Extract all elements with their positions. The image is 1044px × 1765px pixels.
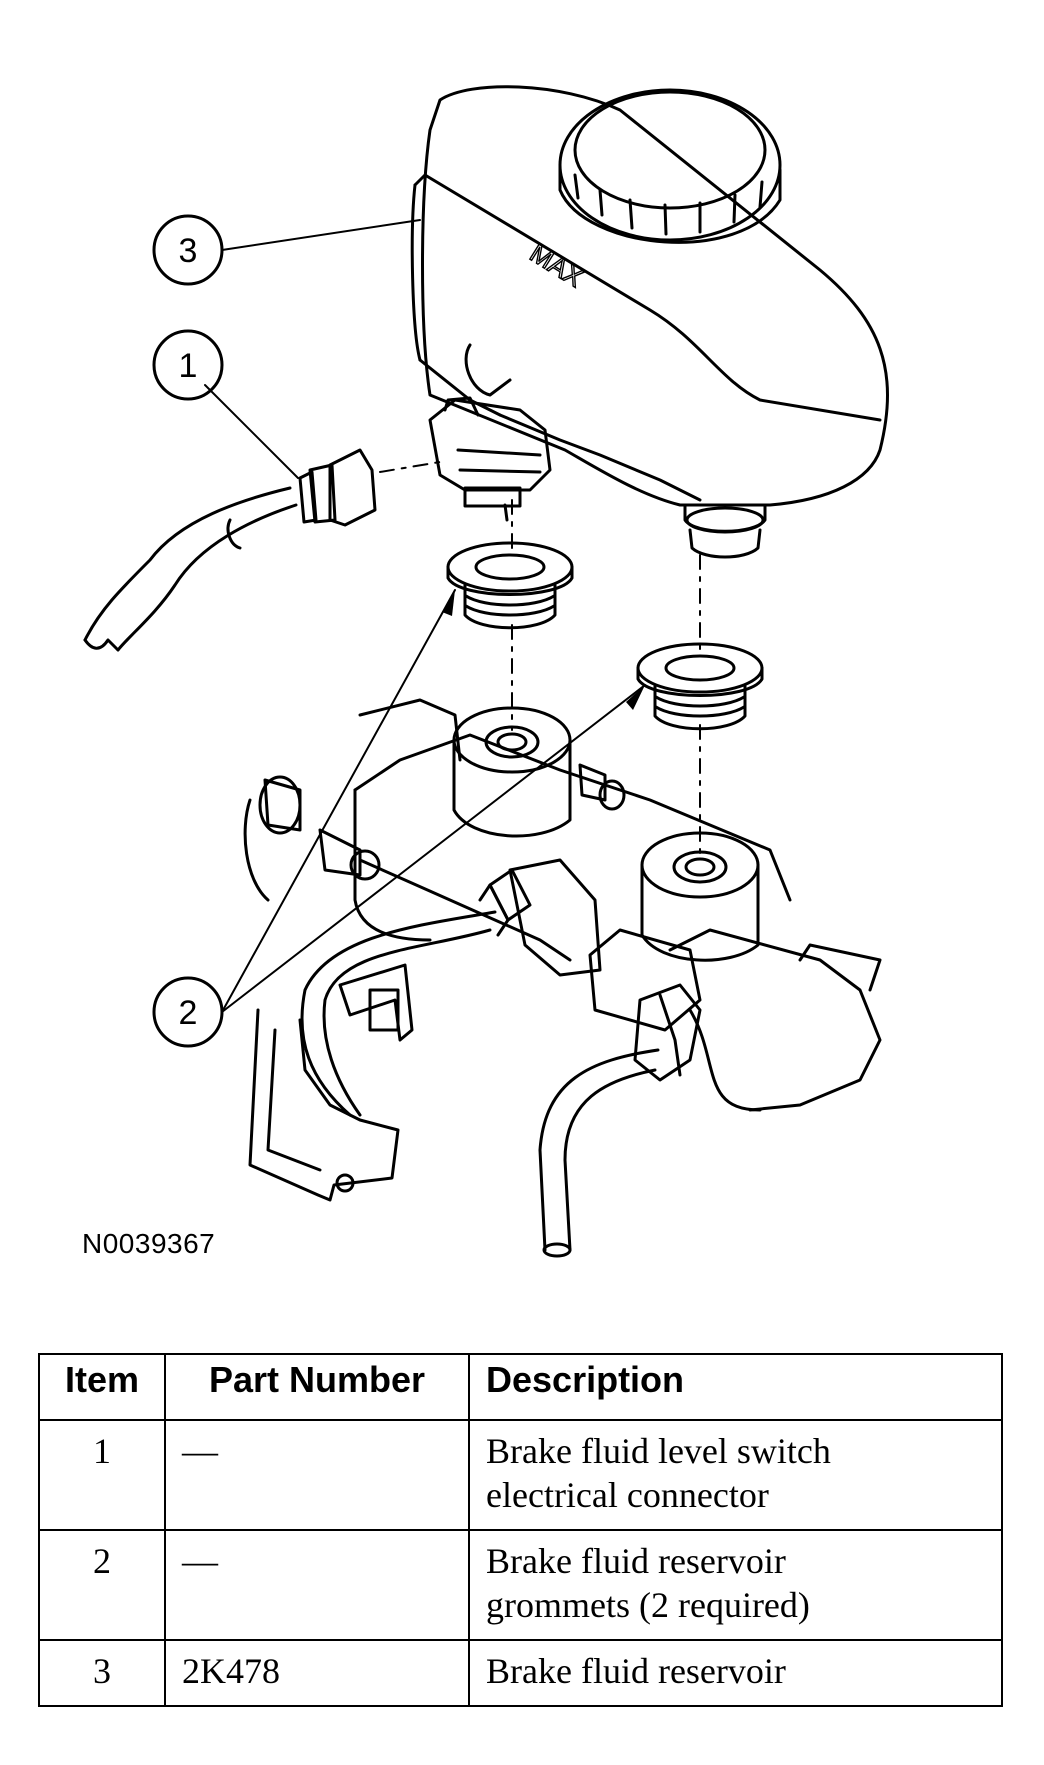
cell-part-number: 2K478: [164, 1639, 470, 1707]
header-item: Item: [38, 1353, 166, 1421]
description-line: Brake fluid reservoir: [486, 1651, 786, 1691]
table-row: 1 — Brake fluid level switch electrical …: [38, 1419, 1003, 1531]
leader-lines: [204, 219, 646, 1013]
table-row: 3 2K478 Brake fluid reservoir: [38, 1639, 1003, 1707]
cell-part-number: —: [164, 1529, 470, 1641]
description-line: Brake fluid reservoir: [486, 1541, 786, 1581]
grommet-right: [636, 642, 764, 731]
figure-id: N0039367: [82, 1228, 216, 1259]
cell-item: 1: [38, 1419, 166, 1531]
header-part-number: Part Number: [164, 1353, 470, 1421]
callout-label-3: 3: [179, 232, 198, 270]
arrow-head-left: [442, 590, 455, 616]
callout-label-1: 1: [179, 347, 198, 385]
cell-part-number: —: [164, 1419, 470, 1531]
cell-description: Brake fluid reservoir: [468, 1639, 1003, 1707]
table-row: 2 — Brake fluid reservoir grommets (2 re…: [38, 1529, 1003, 1641]
electrical-connector: [83, 448, 377, 652]
header-description: Description: [468, 1353, 1003, 1421]
parts-table: Item Part Number Description 1 — Brake f…: [38, 1353, 1003, 1707]
table-header-row: Item Part Number Description: [38, 1353, 1003, 1421]
cell-description: Brake fluid level switch electrical conn…: [468, 1419, 1003, 1531]
cell-description: Brake fluid reservoir grommets (2 requir…: [468, 1529, 1003, 1641]
cell-item: 3: [38, 1639, 166, 1707]
description-line: grommets (2 required): [486, 1585, 810, 1625]
brake-fluid-reservoir: [410, 85, 889, 559]
master-cylinder: [243, 698, 882, 1258]
description-line: Brake fluid level switch: [486, 1431, 831, 1471]
alignment-lines: [379, 461, 701, 861]
cell-item: 2: [38, 1529, 166, 1641]
callout-label-2: 2: [179, 994, 198, 1032]
callout-circle-1: [152, 329, 224, 401]
brake-reservoir-diagram: 3 1 2 MAX: [83, 85, 889, 1258]
callout-circle-2: [152, 976, 224, 1048]
description-line: electrical connector: [486, 1475, 769, 1515]
reservoir-max-marking: MAX: [525, 238, 589, 293]
arrow-head-right: [626, 685, 645, 710]
callout-circle-3: [152, 214, 224, 286]
grommet-left: [446, 541, 574, 630]
